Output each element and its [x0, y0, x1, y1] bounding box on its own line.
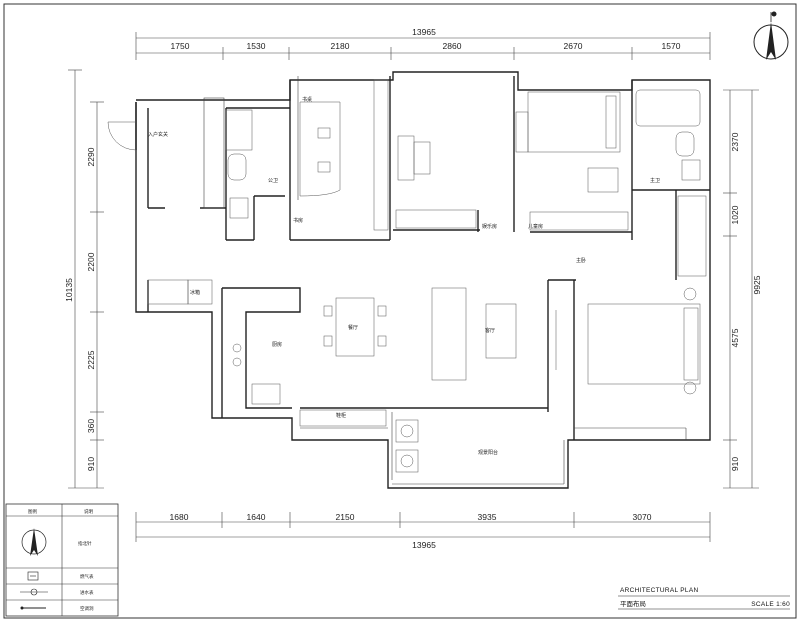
- plan-title-en: ARCHITECTURAL PLAN: [620, 587, 698, 594]
- legend-header-desc: 说明: [84, 508, 93, 515]
- right-dimensions: 2370 1020 4575 910 9925: [723, 89, 762, 489]
- room-label-living: 客厅: [485, 327, 495, 334]
- bottom-total-dimension: 13965: [412, 540, 436, 550]
- top-dim-2: 1530: [247, 41, 266, 51]
- room-label-kids-room: 儿童房: [528, 223, 543, 230]
- bottom-dim-5: 3070: [633, 512, 652, 522]
- room-label-dining: 餐厅: [348, 324, 358, 331]
- room-label-entry: 入户玄关: [148, 131, 168, 138]
- top-dimensions: 13965 1750 1530 2180 2860 2670 1570: [135, 27, 711, 60]
- left-dimensions: 10135 2290 2200 2225 360 910: [64, 69, 104, 489]
- bottom-dim-2: 1640: [247, 512, 266, 522]
- legend-row-north: 指北针: [78, 540, 92, 547]
- legend-row-gas: 燃气表: [80, 573, 94, 580]
- legend-table: 图例 说明 指北针 燃气表 进水表 空调洞: [5, 503, 119, 617]
- right-dim-4: 910: [730, 457, 740, 471]
- plan-title-cn: 平面布局: [620, 599, 646, 608]
- title-block: ARCHITECTURAL PLAN 平面布局 SCALE 1:60: [618, 587, 790, 610]
- bottom-dimensions: 1680 1640 2150 3935 3070 13965: [135, 512, 711, 550]
- room-label-study: 书房: [293, 217, 303, 224]
- room-label-shoe-cabinet: 鞋柜: [336, 412, 346, 419]
- room-label-study-desk: 书桌: [302, 96, 312, 103]
- top-dim-4: 2860: [443, 41, 462, 51]
- room-label-kitchen: 厨房: [272, 341, 282, 348]
- top-dim-1: 1750: [171, 41, 190, 51]
- left-dim-2: 2200: [86, 252, 96, 271]
- left-dim-3: 2225: [86, 350, 96, 369]
- left-dim-4: 360: [86, 419, 96, 433]
- legend-row-water: 进水表: [80, 589, 94, 596]
- legend-header-symbol: 图例: [28, 508, 37, 515]
- room-labels: 入户玄关 书桌 公卫 书房 娱乐房 儿童房 主卫 主卧 冰箱 餐厅 厨房 客厅 …: [148, 96, 660, 456]
- water-meter-icon: [20, 588, 48, 596]
- legend-north-arrow-icon: [21, 528, 47, 556]
- top-dim-3: 2180: [331, 41, 350, 51]
- left-total-dimension: 10135: [64, 278, 74, 302]
- right-dim-1: 2370: [730, 132, 740, 151]
- top-dim-5: 2670: [564, 41, 583, 51]
- bottom-dim-1: 1680: [170, 512, 189, 522]
- room-label-balcony: 观景阳台: [478, 449, 498, 456]
- gas-meter-icon: [27, 571, 39, 581]
- room-label-public-bath: 公卫: [268, 178, 278, 184]
- north-arrow-icon: [753, 11, 789, 60]
- room-label-entertainment: 娱乐房: [482, 223, 497, 230]
- fixtures: [107, 79, 707, 473]
- bottom-dim-4: 3935: [478, 512, 497, 522]
- right-total-dimension: 9925: [752, 275, 762, 294]
- right-dim-2: 1020: [730, 205, 740, 224]
- left-dim-5: 910: [86, 457, 96, 471]
- bottom-dim-3: 2150: [336, 512, 355, 522]
- walls: [135, 71, 711, 489]
- right-dim-3: 4575: [730, 328, 740, 347]
- top-dim-6: 1570: [662, 41, 681, 51]
- legend-row-ac: 空调洞: [80, 605, 94, 612]
- left-dim-1: 2290: [86, 147, 96, 166]
- drawing-frame: [3, 3, 797, 619]
- top-total-dimension: 13965: [412, 27, 436, 37]
- room-label-fridge: 冰箱: [190, 289, 200, 296]
- ac-hole-icon: [20, 606, 46, 610]
- plan-scale: SCALE 1:60: [751, 601, 790, 608]
- room-label-master-bedroom: 主卧: [576, 257, 586, 264]
- room-label-master-bath: 主卫: [650, 177, 660, 184]
